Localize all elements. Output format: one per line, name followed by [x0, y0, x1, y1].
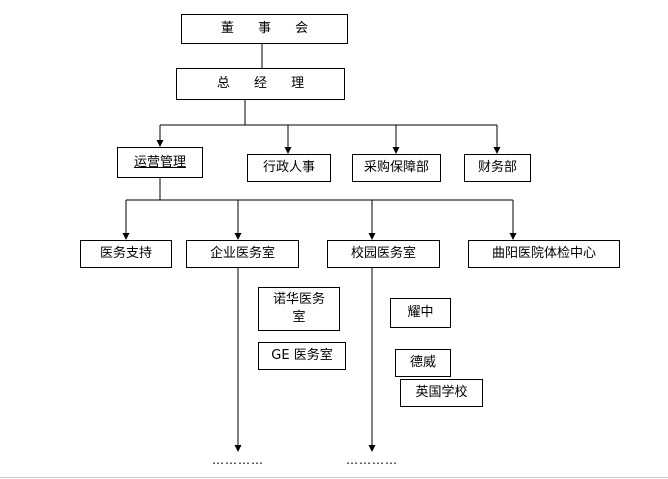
node-british-school: 英国学校: [400, 379, 483, 407]
page-bottom-border: [0, 477, 668, 478]
node-general-manager: 总 经 理: [176, 68, 345, 100]
node-medical-support: 医务支持: [80, 240, 172, 268]
node-enterprise-clinic: 企业医务室: [186, 240, 299, 268]
node-campus-clinic: 校园医务室: [327, 240, 440, 268]
node-admin-hr: 行政人事: [247, 154, 331, 182]
node-yewchung: 耀中: [390, 298, 451, 328]
node-operations-management: 运营管理: [117, 147, 203, 178]
node-quyang-hospital-checkup-center: 曲阳医院体检中心: [468, 240, 620, 268]
node-ge-clinic: GE 医务室: [258, 342, 346, 370]
ellipsis-right: …………: [346, 453, 398, 467]
node-board-of-directors: 董 事 会: [181, 14, 348, 44]
node-procurement-support-dept: 采购保障部: [352, 154, 441, 182]
node-novartis-clinic: 诺华医务 室: [258, 287, 340, 331]
node-finance-dept: 财务部: [464, 154, 531, 182]
node-dulwich: 德威: [395, 349, 451, 377]
ellipsis-left: …………: [212, 453, 264, 467]
